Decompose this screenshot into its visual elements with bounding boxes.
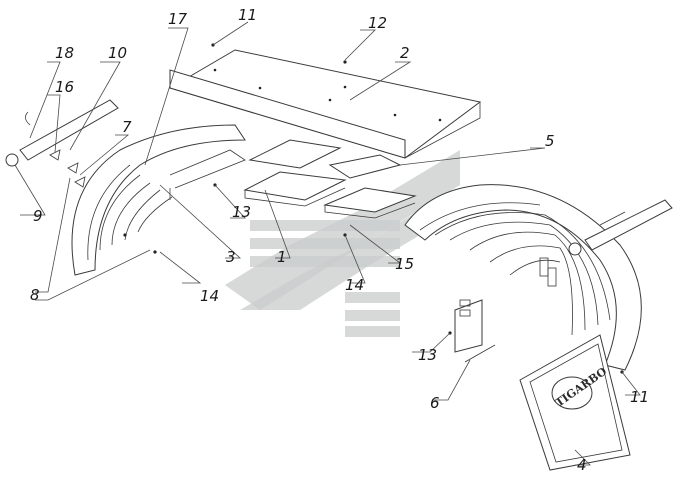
callout-6: 6 [430, 394, 440, 412]
callout-14-left: 14 [200, 287, 219, 305]
callout-13-left: 13 [232, 203, 251, 221]
watermark [225, 150, 460, 337]
callout-2: 2 [400, 44, 410, 62]
callout-14-center: 14 [345, 276, 364, 294]
leader-lines [14, 21, 641, 466]
right-fender [404, 184, 642, 371]
mud-flap: TIGARBO [519, 334, 631, 471]
callout-4: 4 [577, 456, 587, 474]
callout-18: 18 [55, 44, 74, 62]
callout-13-right: 13 [418, 346, 437, 364]
left-fender [71, 124, 246, 276]
callout-7: 7 [122, 118, 132, 136]
callout-1: 1 [277, 248, 287, 266]
callout-16: 16 [55, 78, 74, 96]
callout-15: 15 [395, 255, 414, 273]
callout-11-top: 11 [238, 6, 257, 24]
callout-3: 3 [226, 248, 236, 266]
bolt-6 [464, 344, 496, 363]
callout-8: 8 [30, 286, 40, 304]
callout-12: 12 [368, 14, 387, 32]
callout-11-right: 11 [630, 388, 649, 406]
callout-17: 17 [168, 10, 188, 28]
callout-9: 9 [33, 207, 43, 225]
callout-5: 5 [545, 132, 555, 150]
callout-labels: 17 11 12 2 18 10 16 7 5 9 13 3 1 15 14 8… [30, 6, 649, 474]
left-tube-assembly [5, 99, 119, 188]
right-tube-assembly [568, 199, 673, 256]
callout-10: 10 [108, 44, 127, 62]
top-panel [168, 49, 482, 159]
